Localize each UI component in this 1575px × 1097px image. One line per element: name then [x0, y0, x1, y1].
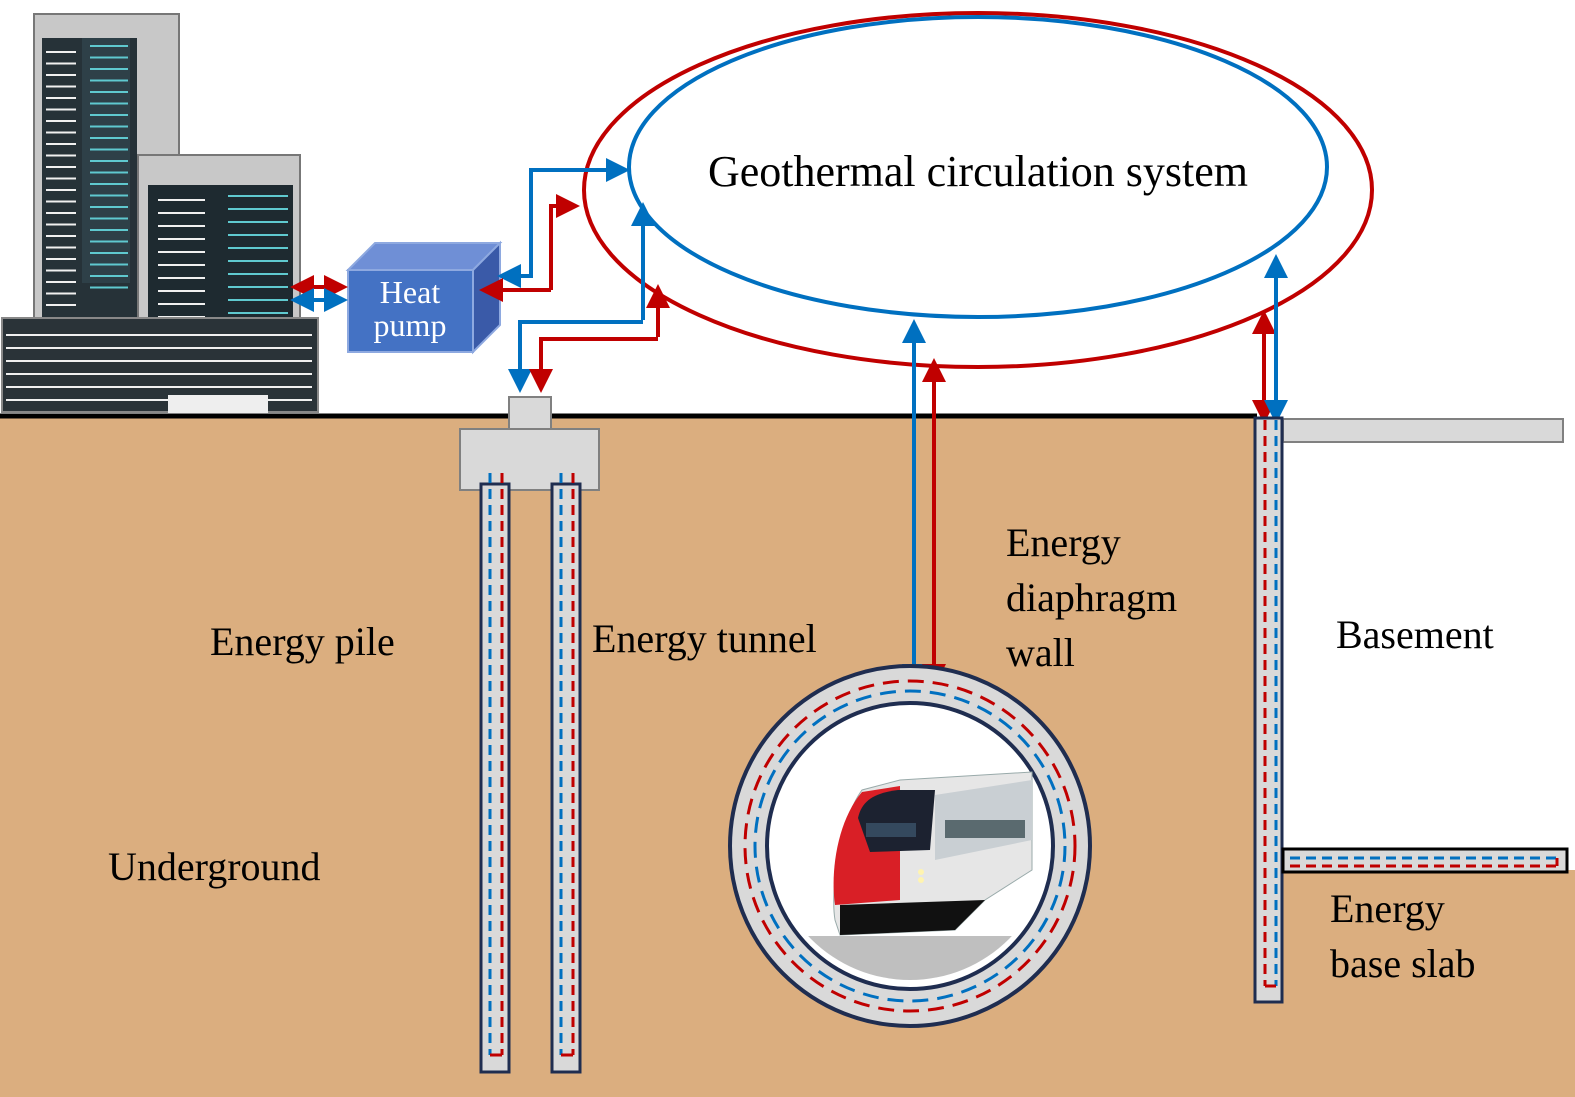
- title-geothermal-circulation-system: Geothermal circulation system: [708, 147, 1248, 196]
- heat-pump-label-line2: pump: [374, 307, 447, 343]
- heat-pump: Heat pump: [345, 240, 503, 355]
- train-icon: [833, 771, 1033, 936]
- geothermal-loop: [582, 11, 1374, 369]
- label-energy-tunnel: Energy tunnel: [592, 616, 817, 661]
- label-energy-pile: Energy pile: [210, 619, 395, 664]
- loop-tunnel-pipes: [902, 319, 946, 688]
- label-basement: Basement: [1336, 612, 1494, 657]
- loop-wall-pipes: [1252, 254, 1288, 424]
- label-energy-diaphragm-wall-line1: Energy: [1006, 520, 1121, 565]
- loop-pile-pipes: [508, 202, 670, 393]
- heatpump-loop-pipes: [479, 158, 630, 302]
- building-heatpump-arrows: [290, 275, 348, 312]
- heat-pump-label-line1: Heat: [380, 274, 441, 310]
- label-energy-base-slab-line2: base slab: [1330, 941, 1476, 986]
- label-underground: Underground: [108, 844, 321, 889]
- diaphragm-wall-and-slab: [1253, 416, 1569, 1004]
- label-energy-diaphragm-wall-line3: wall: [1006, 630, 1075, 675]
- energy-pile-foundation: [459, 396, 600, 1074]
- label-energy-diaphragm-wall-line2: diaphragm: [1006, 575, 1177, 620]
- building-icon: [1, 13, 319, 413]
- label-energy-base-slab-line1: Energy: [1330, 886, 1445, 931]
